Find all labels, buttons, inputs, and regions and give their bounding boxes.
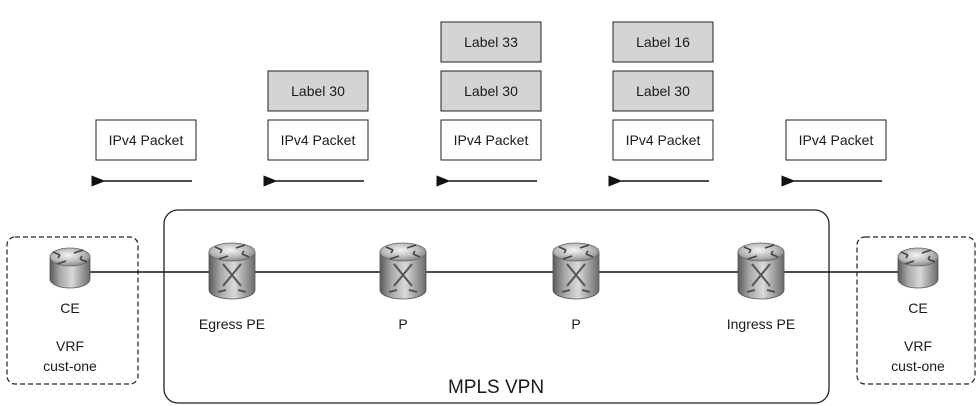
router-arrows-icon: [214, 244, 250, 260]
right-ce-router-icon: [897, 247, 939, 289]
mpls-label-box: [612, 70, 714, 112]
right-customer-site: [856, 236, 976, 385]
mpls-label-box: [612, 21, 714, 63]
router-arrows-icon: [900, 249, 936, 265]
router-label-egress-pe: Egress PE: [199, 316, 265, 332]
mpls-label-text: Label 16: [636, 34, 690, 50]
packet-stack: IPv4 Packet: [91, 119, 197, 187]
mpls-label-text: Label 30: [636, 83, 690, 99]
ipv4-packet-text: IPv4 Packet: [799, 132, 874, 148]
ingress-pe-router-icon: [737, 242, 785, 300]
left-ce-label: CE: [60, 300, 79, 316]
router-arrows-icon: [385, 244, 421, 260]
mpls-label-text: Label 33: [464, 34, 518, 50]
left-ce-router-icon: [49, 247, 91, 289]
ipv4-packet-box: [267, 119, 369, 161]
right-ce-label: CE: [908, 300, 927, 316]
left-vrf-name: cust-one: [43, 358, 97, 374]
packet-stack: IPv4 Packet: [781, 119, 887, 187]
switch-x-icon: [388, 263, 418, 293]
egress-pe-router-icon: [208, 242, 256, 300]
mpls-vpn-label: MPLS VPN: [448, 377, 544, 398]
router-label-ingress-pe: Ingress PE: [727, 316, 795, 332]
switch-x-icon: [217, 263, 247, 293]
mpls-label-text: Label 30: [291, 83, 345, 99]
ipv4-packet-text: IPv4 Packet: [454, 132, 529, 148]
mpls-label-box: [440, 70, 542, 112]
router-arrows-icon: [558, 244, 594, 260]
p1-router-icon: [379, 242, 427, 300]
router-label-p2: P: [571, 316, 580, 332]
packet-stack: Label 33 Label 30 IPv4 Packet: [436, 21, 542, 187]
ipv4-packet-box: [95, 119, 197, 161]
mpls-cloud-boundary: [163, 209, 830, 404]
mpls-label-box: [267, 70, 369, 112]
switch-x-icon: [561, 263, 591, 293]
router-arrows-icon: [743, 244, 779, 260]
packet-stack: Label 30 IPv4 Packet: [263, 70, 369, 187]
p2-router-icon: [552, 242, 600, 300]
ipv4-packet-text: IPv4 Packet: [626, 132, 701, 148]
router-layer: [49, 242, 939, 300]
packet-stack: Label 16 Label 30 IPv4 Packet: [608, 21, 714, 187]
router-arrows-icon: [52, 249, 88, 265]
mpls-label-text: Label 30: [464, 83, 518, 99]
ipv4-packet-box: [612, 119, 714, 161]
right-vrf-name: cust-one: [891, 358, 945, 374]
ipv4-packet-text: IPv4 Packet: [281, 132, 356, 148]
router-label-p1: P: [398, 316, 407, 332]
switch-x-icon: [746, 263, 776, 293]
ipv4-packet-box: [440, 119, 542, 161]
ipv4-packet-text: IPv4 Packet: [109, 132, 184, 148]
mpls-label-box: [440, 21, 542, 63]
left-customer-site: [6, 236, 139, 385]
right-vrf-label: VRF: [904, 338, 932, 354]
ipv4-packet-box: [785, 119, 887, 161]
left-vrf-label: VRF: [56, 338, 84, 354]
